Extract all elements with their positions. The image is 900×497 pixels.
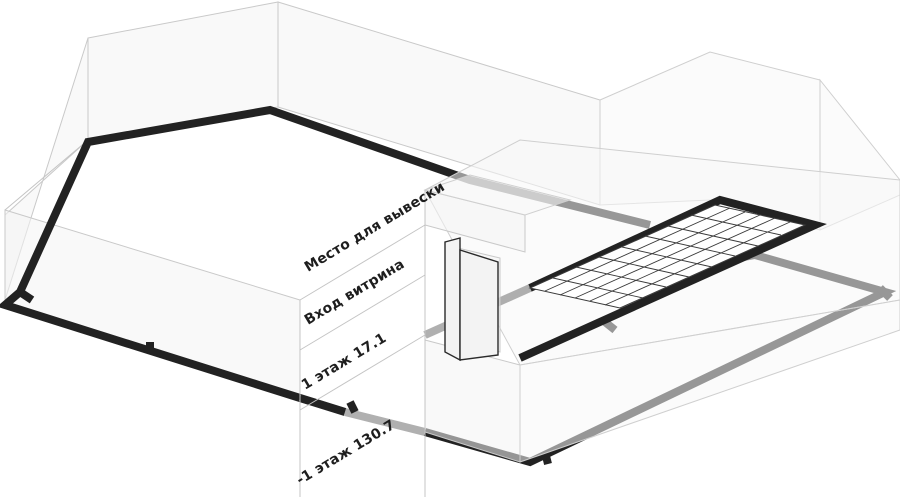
basement-floor-outline-front: [298, 394, 347, 416]
ground-floor-outline: [518, 195, 827, 362]
door-leaf-right: [459, 249, 499, 361]
label-guides: [299, 190, 426, 497]
sign-area-top: [423, 174, 572, 216]
basement-notch-3: [346, 400, 359, 414]
basement-notch-2: [17, 288, 35, 304]
ground-right-front-wall: [519, 299, 900, 463]
label-sign-area: Место для вывески: [302, 179, 448, 275]
basement-floor-hidden: [344, 408, 426, 436]
door-leaf-left: [444, 237, 461, 362]
sign-area-box: [423, 174, 572, 253]
entrance-door: [444, 237, 501, 362]
storefront-grid: [528, 204, 807, 309]
basement-front-wall: [4, 209, 301, 401]
basement-edge: [4, 139, 89, 211]
basement-notch-4: [541, 451, 552, 465]
basement-left-wall: [87, 1, 279, 141]
label-floor-minus1: -1 этаж 130.7: [294, 417, 398, 488]
